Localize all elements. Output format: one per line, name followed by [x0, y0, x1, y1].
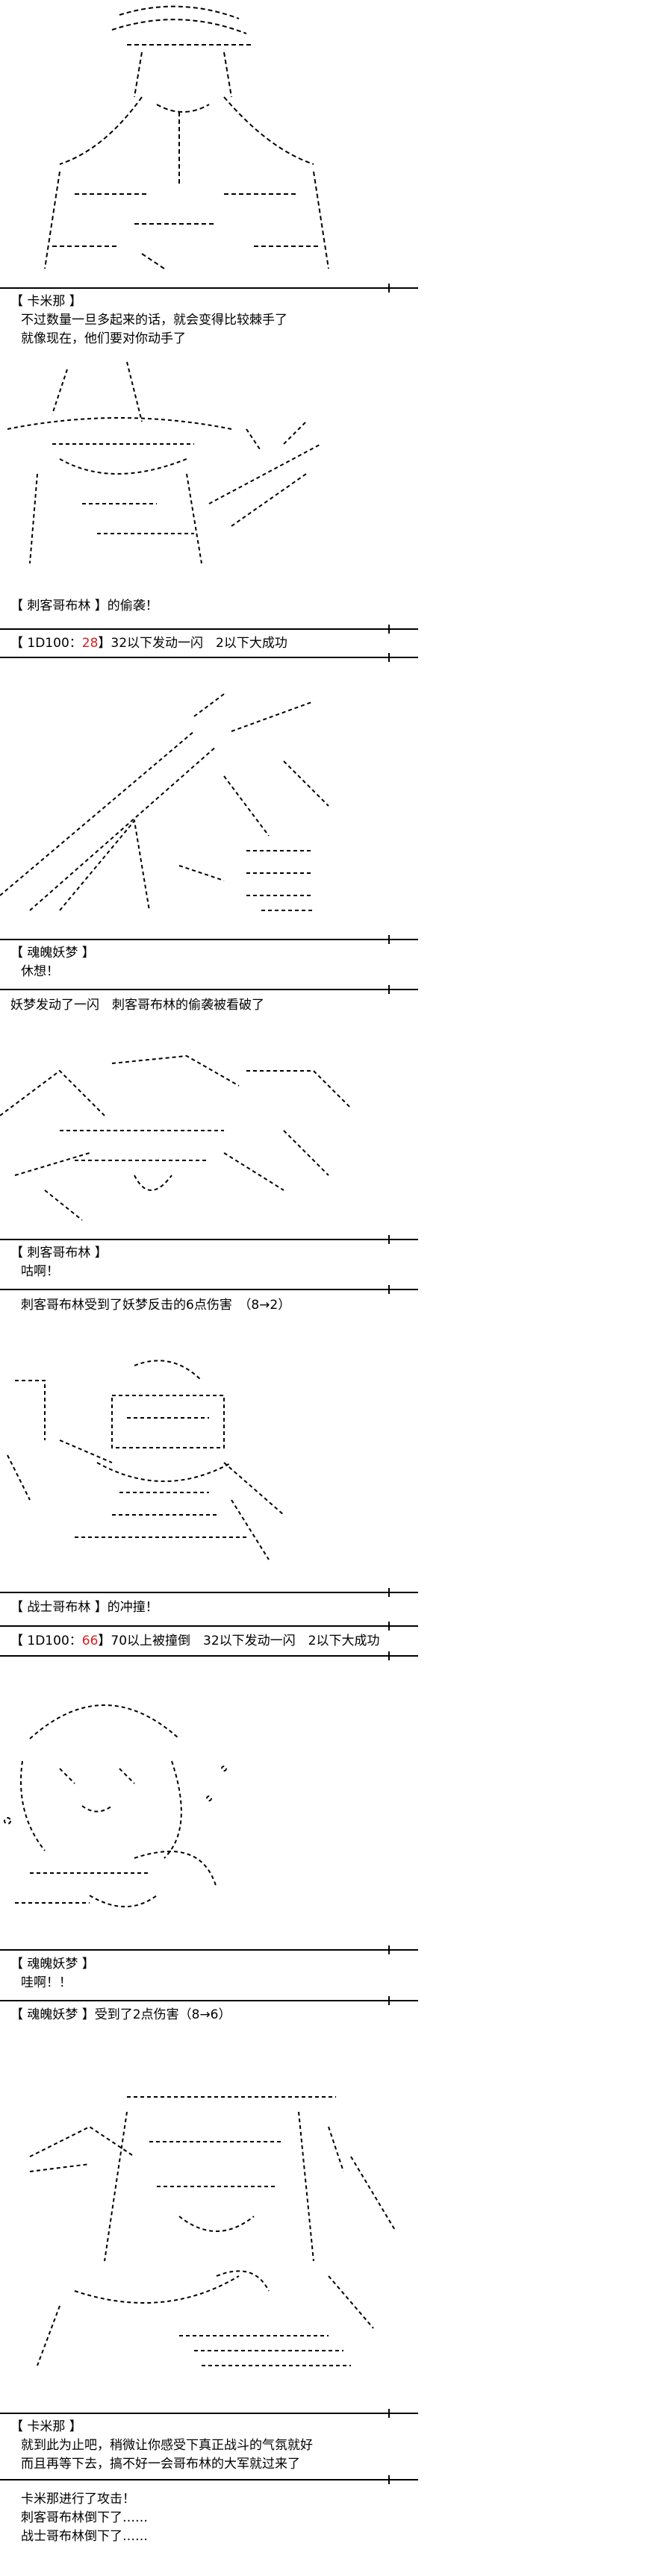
action-damage-assassin: 刺客哥布林受到了妖梦反击的6点伤害 （8→2） [10, 1296, 290, 1315]
divider [0, 935, 418, 944]
action-damage-youmu: 【 魂魄妖梦 】受到了2点伤害（8→6） [10, 2006, 231, 2025]
divider [0, 2409, 418, 2418]
kamina-attack-ascii-art [15, 2082, 403, 2395]
dialogue-line: 哇啊！！ [21, 1975, 72, 1990]
result-line: 卡米那进行了攻击！ [21, 2492, 135, 2507]
dialogue-line: 咕啊！ [21, 1264, 59, 1279]
assassin-goblin-ascii-art [7, 354, 336, 578]
roll-suffix: 】70以上被撞倒 32以下发动一闪 2以下大成功 [98, 1634, 380, 1648]
speaker-label: 【 刺客哥布林 】 [10, 1245, 108, 1260]
divider [0, 985, 418, 994]
divider [0, 653, 418, 662]
divider [0, 2475, 418, 2484]
battle-result: 卡米那进行了攻击！ 刺客哥布林倒下了…… 战士哥布林倒下了…… [10, 2490, 148, 2546]
youmu-hurt-ascii-art [0, 1679, 246, 1925]
goblin-hit-ascii-art [0, 1041, 351, 1228]
dice-roll-line: 【 1D100：66】70以上被撞倒 32以下发动一闪 2以下大成功 [10, 1632, 380, 1651]
roll-value: 28 [81, 636, 99, 651]
dialogue-assassin-goblin: 【 刺客哥布林 】 咕啊！ [10, 1244, 108, 1281]
dialogue-line: 就像现在，他们要对你动手了 [21, 331, 186, 346]
divider [0, 284, 418, 293]
speaker-label: 【 卡米那 】 [10, 2419, 82, 2434]
action-line: 【 刺客哥布林 】的偷袭！ [10, 598, 158, 613]
action-warrior-charge: 【 战士哥布林 】的冲撞！ [10, 1598, 158, 1617]
roll-suffix: 】32以下发动一闪 2以下大成功 [98, 636, 287, 651]
kamina-ascii-art [30, 0, 343, 284]
youmu-slash-ascii-art [0, 687, 343, 925]
action-assassin-ambush: 【 刺客哥布林 】的偷袭！ [10, 597, 158, 616]
divider [0, 1996, 418, 2005]
roll-value: 66 [81, 1634, 99, 1648]
action-line: 妖梦发动了一闪 刺客哥布林的偷袭被看破了 [10, 998, 264, 1013]
divider [0, 1945, 418, 1954]
speaker-label: 【 魂魄妖梦 】 [10, 1957, 95, 1972]
warrior-goblin-ascii-art [0, 1351, 314, 1575]
result-line: 战士哥布林倒下了…… [21, 2529, 148, 2544]
roll-prefix: 【 1D100： [10, 636, 82, 651]
divider [0, 1235, 418, 1244]
dialogue-line: 休想！ [21, 964, 59, 979]
dialogue-youmu-1: 【 魂魄妖梦 】 休想！ [10, 944, 95, 981]
dialogue-kamina-2: 【 卡米那 】 就到此为止吧，稍微让你感受下真正战斗的气氛就好 而且再等下去，搞… [10, 2418, 313, 2474]
action-line: 【 魂魄妖梦 】受到了2点伤害（8→6） [10, 2007, 231, 2022]
dice-roll-1: 【 1D100：28】32以下发动一闪 2以下大成功 [10, 634, 287, 653]
roll-prefix: 【 1D100： [10, 1634, 82, 1648]
action-youmu-counter: 妖梦发动了一闪 刺客哥布林的偷袭被看破了 [10, 996, 264, 1015]
dialogue-youmu-2: 【 魂魄妖梦 】 哇啊！！ [10, 1955, 95, 1992]
speaker-label: 【 魂魄妖梦 】 [10, 945, 95, 960]
action-line: 刺客哥布林受到了妖梦反击的6点伤害 （8→2） [21, 1298, 291, 1313]
dialogue-line: 就到此为止吧，稍微让你感受下真正战斗的气氛就好 [21, 2438, 313, 2453]
dialogue-line: 不过数量一旦多起来的话，就会变得比较棘手了 [21, 313, 287, 328]
divider [0, 1622, 418, 1631]
dialogue-kamina-1: 【 卡米那 】 不过数量一旦多起来的话，就会变得比较棘手了 就像现在，他们要对你… [10, 293, 287, 348]
result-line: 刺客哥布林倒下了…… [21, 2510, 148, 2525]
divider [0, 1285, 418, 1294]
dialogue-line: 而且再等下去，搞不好一会哥布林的大军就过来了 [21, 2457, 300, 2472]
divider [0, 625, 418, 634]
dice-roll-2: 【 1D100：66】70以上被撞倒 32以下发动一闪 2以下大成功 [10, 1632, 380, 1651]
action-line: 【 战士哥布林 】的冲撞！ [10, 1600, 158, 1615]
divider [0, 1651, 418, 1660]
speaker-label: 【 卡米那 】 [10, 294, 82, 309]
divider [0, 1588, 418, 1597]
dice-roll-line: 【 1D100：28】32以下发动一闪 2以下大成功 [10, 634, 287, 653]
